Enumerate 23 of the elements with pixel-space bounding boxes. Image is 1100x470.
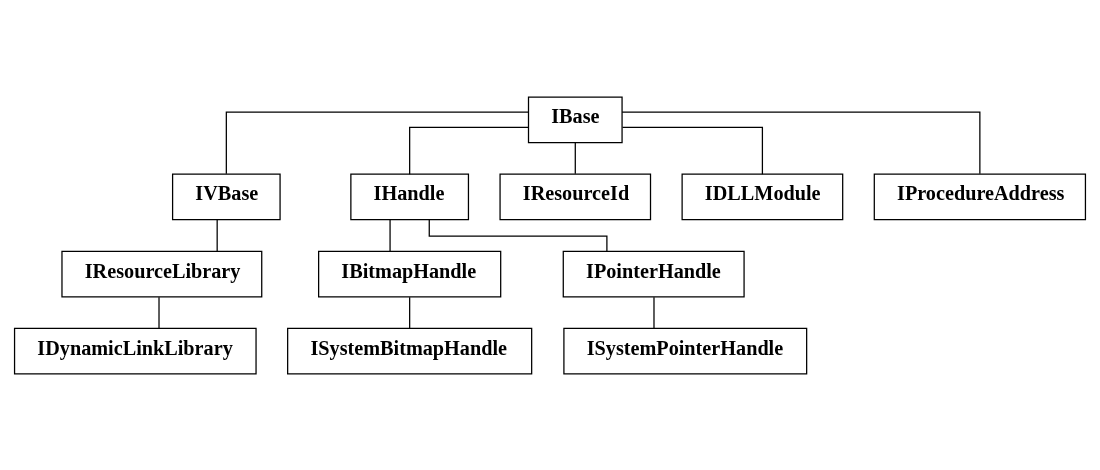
connector — [225, 111, 529, 174]
node-box: IProcedureAddress — [873, 173, 1087, 220]
connector — [158, 296, 160, 329]
connector — [216, 218, 218, 252]
node-box: IResourceLibrary — [61, 250, 263, 297]
connector — [621, 126, 764, 175]
connector — [621, 111, 981, 174]
connector — [409, 126, 529, 175]
connector — [428, 218, 608, 252]
connector — [653, 296, 655, 329]
node-box: IBitmapHandle — [318, 250, 502, 297]
node-box: IVBase — [171, 173, 281, 220]
node-box: IDLLModule — [681, 173, 844, 220]
node-box: ISystemPointerHandle — [563, 327, 808, 375]
node-box: IPointerHandle — [562, 250, 745, 297]
connector — [389, 218, 391, 252]
node-box: IHandle — [350, 173, 470, 220]
node-box: IBase — [527, 95, 623, 143]
node-box: ISystemBitmapHandle — [287, 327, 533, 375]
connector — [574, 141, 576, 174]
node-box: IDynamicLinkLibrary — [13, 327, 257, 375]
node-box: IResourceId — [499, 173, 652, 220]
connector — [409, 296, 411, 329]
